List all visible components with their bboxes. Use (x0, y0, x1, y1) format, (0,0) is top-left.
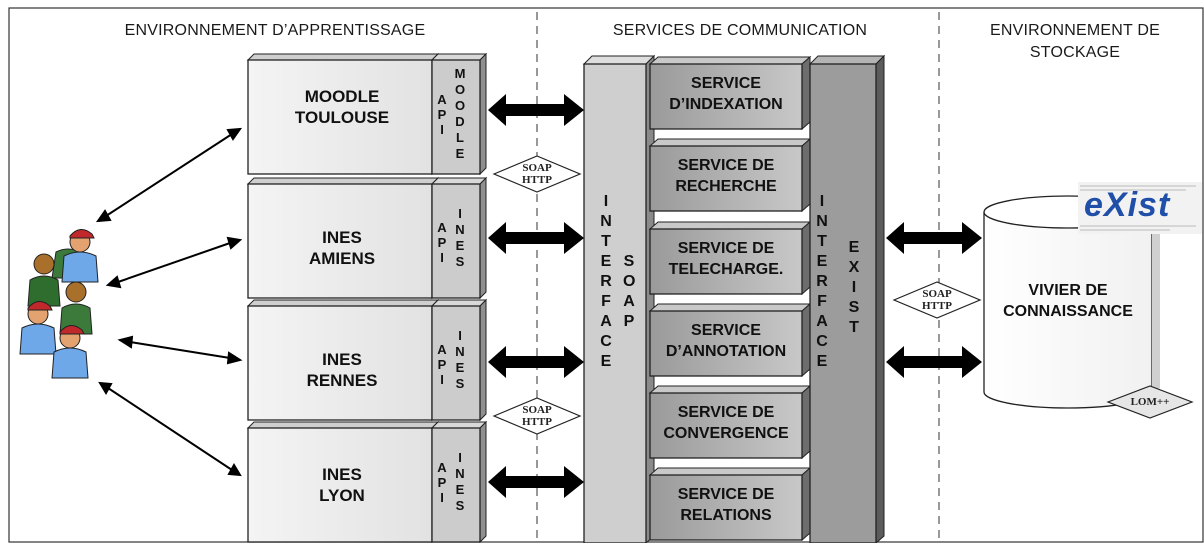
api-name-3: INES (455, 328, 465, 391)
user-link-4 (107, 387, 233, 471)
user-link-2-head-start (105, 275, 122, 289)
user-link-3-head-end (226, 351, 243, 365)
platform-label-3: INES RENNES (306, 350, 378, 390)
api-label-3: API (437, 342, 447, 387)
api-name-4: INES (455, 450, 465, 513)
arrow-api-soap-3 (488, 346, 584, 378)
api-column-2 (430, 176, 488, 300)
api-column-3 (430, 298, 488, 422)
service-box-3 (648, 220, 812, 296)
api-column-1 (430, 52, 488, 176)
user-link-4-head-end (227, 463, 242, 477)
exist-interface-word2: EXIST (848, 239, 860, 336)
service-label-6: SERVICE DE RELATIONS (677, 486, 775, 524)
user-link-2-head-end (226, 236, 243, 250)
service-box-6 (648, 466, 812, 542)
lom-tag-shape (1106, 385, 1194, 419)
user-link-4-head-start (98, 381, 113, 395)
exist-interface-column (808, 54, 886, 543)
protocol-tag-shape-2 (492, 397, 582, 435)
platform-label-2: INES AMIENS (308, 228, 376, 268)
soap-interface-word1: INTERFACE (600, 193, 612, 370)
arrow-exist-db-1 (886, 222, 982, 254)
protocol-tag-shape-3 (892, 281, 982, 319)
api-label-1: API (437, 92, 447, 137)
platform-box-4 (246, 420, 440, 543)
user-links (95, 127, 243, 477)
service-label-3: SERVICE DE TELECHARGE. (668, 240, 784, 278)
exist-logo (1078, 182, 1202, 234)
section-title-services: SERVICES DE COMMUNICATION (612, 22, 868, 39)
arrow-api-soap-2 (488, 222, 584, 254)
service-label-4: SERVICE D’ANNOTATION (665, 322, 787, 360)
user-link-1-head-start (95, 209, 112, 223)
user-link-1 (105, 133, 233, 217)
arrow-api-soap-4 (488, 466, 584, 498)
api-column-4 (430, 420, 488, 543)
exist-logo-text: eXist (1084, 186, 1171, 224)
user-link-3 (129, 341, 231, 359)
api-label-4: API (437, 460, 447, 505)
service-box-1 (648, 55, 812, 131)
section-title-storage: ENVIRONNEMENT DE STOCKAGE (989, 22, 1161, 61)
soap-interface-column (582, 54, 656, 543)
exist-interface-word1: INTERFACE (816, 193, 828, 370)
arrow-exist-db-2 (886, 346, 982, 378)
platform-label-1: MOODLE TOULOUSE (294, 87, 390, 127)
service-label-5: SERVICE DE CONVERGENCE (663, 404, 789, 442)
database-label: VIVIER DE CONNAISSANCE (1003, 282, 1133, 320)
user-link-3-head-start (117, 335, 134, 349)
service-label-1: SERVICE D’INDEXATION (669, 75, 783, 113)
soap-interface-word2: SOAP (623, 253, 636, 330)
api-label-2: API (437, 220, 447, 265)
service-box-5 (648, 384, 812, 460)
user-link-2 (117, 242, 231, 283)
platform-label-4: INES LYON (319, 465, 365, 505)
users-group-icon (19, 229, 99, 379)
lom-tag: LOM++ (1130, 396, 1170, 408)
protocol-tag-3: SOAP HTTP (922, 288, 952, 312)
service-label-2: SERVICE DE RECHERCHE (675, 157, 777, 195)
user-link-1-head-end (226, 127, 243, 141)
arrow-api-soap-1 (488, 94, 584, 126)
protocol-tag-1: SOAP HTTP (522, 162, 552, 186)
api-name-2: INES (455, 206, 465, 269)
protocol-tag-2: SOAP HTTP (522, 404, 552, 428)
service-box-4 (648, 302, 812, 378)
section-title-learning: ENVIRONNEMENT D’APPRENTISSAGE (124, 22, 426, 39)
protocol-tag-shape-1 (492, 155, 582, 193)
api-name-1: MOODLE (454, 66, 466, 161)
